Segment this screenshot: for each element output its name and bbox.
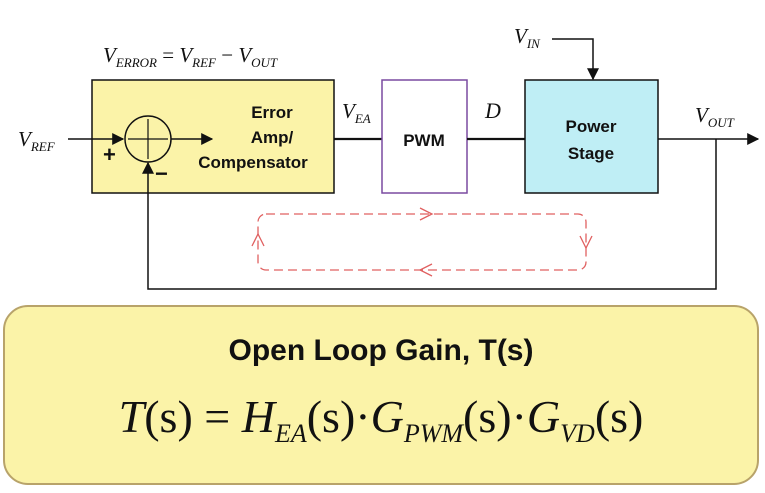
loop-chevron-right [579, 235, 593, 250]
open-loop-gain-panel [3, 305, 759, 485]
vout-label: VOUT [695, 103, 735, 130]
open-loop-gain-formula: T(s) = HEA(s)·GPWM(s)·GVD(s) [119, 391, 644, 448]
error-equation: VERROR = VREF − VOUT [103, 43, 278, 70]
power-stage-block [524, 79, 659, 194]
error-amp-label-3: Compensator [198, 153, 308, 172]
vref-label: VREF [18, 127, 56, 154]
feedback-path [142, 139, 717, 290]
error-amp-label-1: Error [251, 103, 293, 122]
loop-indicator [257, 213, 587, 271]
loop-chevron-left [251, 232, 265, 247]
vin-arrow [552, 38, 599, 81]
loop-chevron-bottom [418, 263, 433, 277]
minus-sign: − [155, 161, 168, 186]
pwm-label: PWM [403, 131, 445, 150]
pwm-block [381, 79, 468, 194]
vea-label: VEA [342, 99, 371, 126]
plus-sign: + [103, 142, 116, 167]
loop-chevron-top [419, 207, 434, 221]
duty-label: D [484, 98, 501, 123]
error-amp-label-2: Amp/ [251, 128, 294, 147]
power-stage-label-2: Stage [568, 144, 614, 163]
panel-title: Open Loop Gain, T(s) [229, 334, 534, 367]
vin-label: VIN [514, 24, 541, 51]
power-stage-label-1: Power [565, 117, 616, 136]
